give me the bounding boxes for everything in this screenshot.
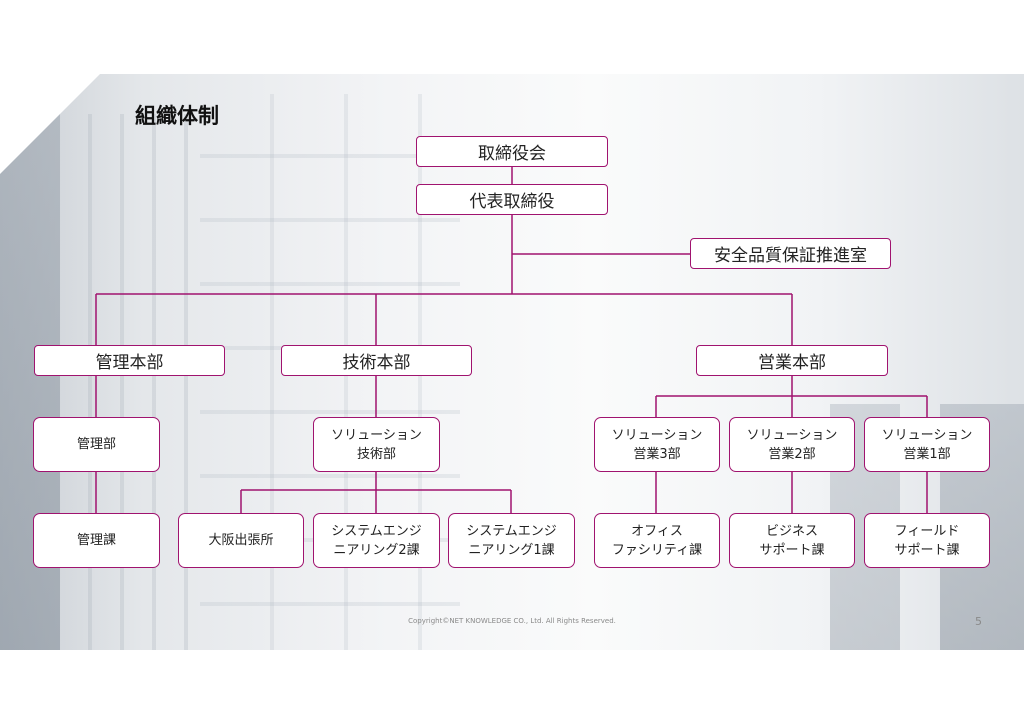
office-facility-box: オフィス ファシリティ課 — [594, 513, 720, 568]
slide: 組織体制 — [0, 74, 1024, 650]
business-support-box: ビジネス サポート課 — [729, 513, 855, 568]
slide-title: 組織体制 — [135, 104, 219, 128]
solution-sales-3-box: ソリューション 営業3部 — [594, 417, 720, 472]
copyright-footer: Copyright©NET KNOWLEDGE CO., Ltd. All Ri… — [408, 617, 616, 625]
qa-office-box: 安全品質保証推進室 — [690, 238, 891, 269]
sys-eng-1-box: システムエンジ ニアリング1課 — [448, 513, 575, 568]
board-box: 取締役会 — [416, 136, 608, 167]
org-chart-connectors — [95, 166, 928, 513]
tech-hq-box: 技術本部 — [281, 345, 472, 376]
admin-section-box: 管理課 — [33, 513, 160, 568]
page-number: 5 — [975, 615, 982, 628]
admin-dept-box: 管理部 — [33, 417, 160, 472]
ceo-box: 代表取締役 — [416, 184, 608, 215]
sys-eng-2-box: システムエンジ ニアリング2課 — [313, 513, 440, 568]
sales-hq-box: 営業本部 — [696, 345, 888, 376]
field-support-box: フィールド サポート課 — [864, 513, 990, 568]
solution-sales-2-box: ソリューション 営業2部 — [729, 417, 855, 472]
admin-hq-box: 管理本部 — [34, 345, 225, 376]
solution-sales-1-box: ソリューション 営業1部 — [864, 417, 990, 472]
osaka-office-box: 大阪出張所 — [178, 513, 304, 568]
corner-fold — [0, 74, 100, 174]
solution-tech-dept-box: ソリューション 技術部 — [313, 417, 440, 472]
